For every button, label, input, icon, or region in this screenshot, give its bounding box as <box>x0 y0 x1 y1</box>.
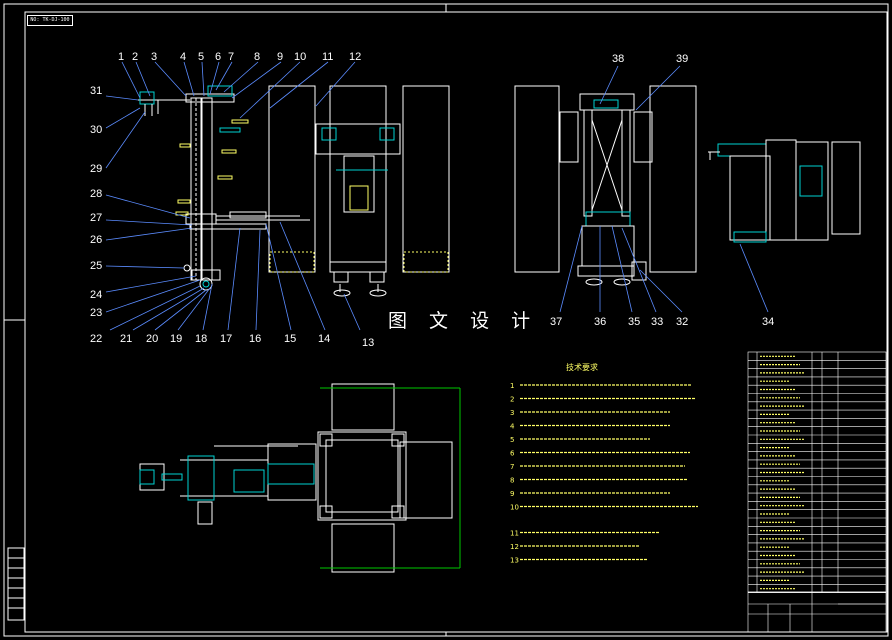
cabinet-front-1 <box>268 85 316 273</box>
side-view-assembly <box>514 85 697 286</box>
callout-label: 4 <box>180 51 186 63</box>
front-view-assembly <box>138 85 310 291</box>
callout-label: 8 <box>254 51 260 63</box>
note-number: 1 <box>510 382 514 390</box>
callout-label: 12 <box>349 51 361 63</box>
callout-label: 16 <box>249 333 261 345</box>
binding-strip <box>7 547 25 621</box>
callout-label: 11 <box>322 51 333 63</box>
isometric-view <box>708 139 861 243</box>
callout-label: 29 <box>90 163 102 175</box>
callout-label: 19 <box>170 333 182 345</box>
drawing-number-stamp: NO: TK-DJ-100 <box>27 15 73 26</box>
callout-label: 26 <box>90 234 102 246</box>
callout-label: 27 <box>90 212 102 224</box>
note-number: 9 <box>510 490 514 498</box>
callout-label: 37 <box>550 316 562 328</box>
callout-label: 18 <box>195 333 207 345</box>
note-number: 6 <box>510 450 515 458</box>
callout-label: 21 <box>120 333 132 345</box>
note-number: 4 <box>510 423 515 431</box>
note-number: 13 <box>510 557 519 565</box>
callout-labels-side: 38 39 37 36 35 33 32 34 <box>550 53 774 328</box>
callout-label: 23 <box>90 307 102 319</box>
note-number: 12 <box>510 543 519 551</box>
callout-label: 6 <box>215 51 221 63</box>
callout-label: 20 <box>146 333 158 345</box>
inner-frame <box>24 11 888 633</box>
cabinet-front-3 <box>402 85 450 273</box>
callout-label: 39 <box>676 53 688 65</box>
callout-label: 24 <box>90 289 102 301</box>
callout-label: 28 <box>90 188 102 200</box>
callout-label: 1 <box>118 51 124 63</box>
cabinet-front-2 <box>329 85 387 273</box>
notes-title: 技术要求 <box>566 362 598 372</box>
callout-label: 7 <box>228 51 234 63</box>
callout-label: 10 <box>294 51 306 63</box>
callout-label: 35 <box>628 316 640 328</box>
callout-label: 32 <box>676 316 688 328</box>
callout-label: 33 <box>651 316 663 328</box>
callout-labels-top: 1 2 3 4 5 6 7 8 9 10 11 12 <box>118 51 361 63</box>
note-number: 10 <box>510 504 519 512</box>
gripper-cell-middle <box>315 123 401 297</box>
drawing-title: 图 文 设 计 <box>388 310 539 332</box>
parts-list-table <box>747 351 887 594</box>
callout-label: 14 <box>318 333 330 345</box>
callout-label: 17 <box>220 333 232 345</box>
callout-label: 13 <box>362 337 374 349</box>
callout-label: 22 <box>90 333 102 345</box>
title-block <box>747 591 887 633</box>
callout-label: 2 <box>132 51 138 63</box>
note-number: 3 <box>510 409 514 417</box>
callout-label: 25 <box>90 260 102 272</box>
note-number: 11 <box>510 530 519 538</box>
leader-lines <box>105 61 769 331</box>
callout-label: 15 <box>284 333 296 345</box>
callout-label: 38 <box>612 53 624 65</box>
callout-labels-left: 31 30 29 28 27 26 25 24 23 <box>90 85 102 319</box>
callout-label: 5 <box>198 51 204 63</box>
callout-labels-bottom: 22 21 20 19 18 17 16 15 14 13 <box>90 333 374 349</box>
callout-label: 31 <box>90 85 102 97</box>
plan-view <box>139 383 461 573</box>
callout-label: 30 <box>90 124 102 136</box>
callout-label: 34 <box>762 316 774 328</box>
note-number: 7 <box>510 463 514 471</box>
callout-label: 36 <box>594 316 606 328</box>
note-number: 8 <box>510 477 514 485</box>
callout-label: 9 <box>277 51 283 63</box>
note-number: 2 <box>510 396 514 404</box>
note-number: 5 <box>510 436 514 444</box>
callout-label: 3 <box>151 51 157 63</box>
